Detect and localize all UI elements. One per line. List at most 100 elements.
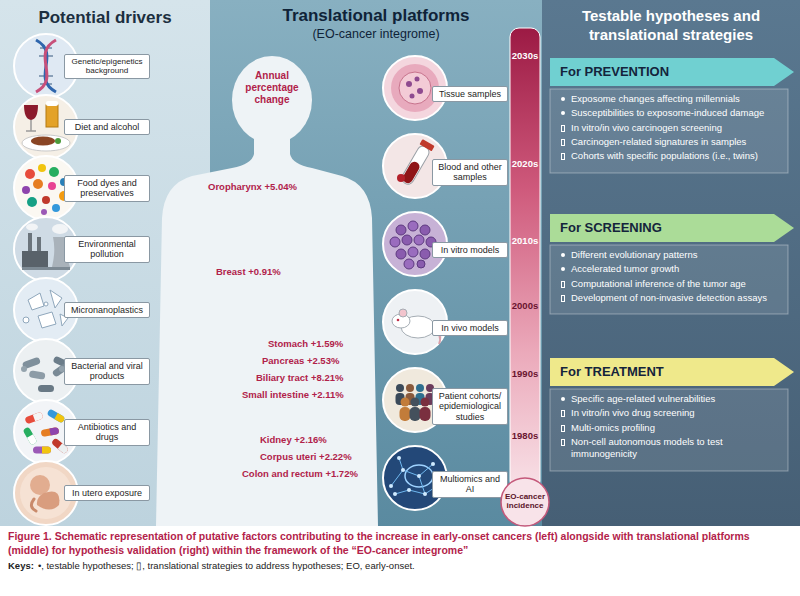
label-text: Genetic/epigenetics background bbox=[69, 57, 145, 76]
bullet-text: Specific age-related vulnerabilities bbox=[571, 393, 784, 405]
axis-title: Annual percentage change bbox=[236, 70, 308, 106]
panel-subheading: (EO-cancer integrome) bbox=[210, 26, 542, 41]
incidence-timeline: 2030s 2020s 2010s 2000s 1990s 1980sEO-cancer … bbox=[506, 28, 544, 526]
label-text: In vitro models bbox=[437, 245, 503, 255]
driver-label: Food dyes and preservatives bbox=[64, 175, 150, 202]
bullet-row: In vitro/in vivo carcinogen screening bbox=[560, 122, 784, 134]
strategy-box: For SCREENINGDifferent evolutionary patt… bbox=[550, 214, 794, 314]
driver-label: Micronanoplastics bbox=[64, 302, 150, 318]
keys-title: Keys: bbox=[8, 560, 34, 571]
label-text: In utero exposure bbox=[69, 488, 145, 498]
incidence-label: EO-cancer incidence bbox=[503, 493, 547, 511]
label-text: Food dyes and preservatives bbox=[69, 178, 145, 199]
bullet-text: In vitro/in vivo carcinogen screening bbox=[571, 122, 784, 134]
label-text: Bacterial and viral products bbox=[69, 361, 145, 382]
driver-label: Genetic/epigenetics background bbox=[64, 54, 150, 79]
bullet-text: Cohorts with specific populations (i.e.,… bbox=[571, 150, 784, 162]
bullet-row: Different evolutionary patterns bbox=[560, 249, 784, 261]
bullet-text: Exposome changes affecting millennials bbox=[571, 93, 784, 105]
caption-block: Figure 1. Schematic representation of pu… bbox=[8, 530, 792, 573]
hypothesis-bullet bbox=[561, 253, 565, 257]
strategy-panel bbox=[550, 89, 788, 173]
bullet-text: Carcinogen-related signatures in samples bbox=[571, 136, 784, 148]
keys-text: •, testable hypotheses; ▯, translational… bbox=[38, 560, 415, 571]
strategy-arrow bbox=[550, 58, 794, 86]
site-change: Oropharynx +5.04% bbox=[208, 181, 297, 192]
label-text: Tissue samples bbox=[437, 89, 503, 99]
bullet-text: Non-cell autonomous models to test immun… bbox=[571, 436, 784, 461]
driver-label: Antibiotics and drugs bbox=[64, 419, 150, 446]
hypothesis-bullet bbox=[561, 97, 565, 101]
bullet-row: Computational inference of the tumor age bbox=[560, 278, 784, 290]
decade-label: 2010s bbox=[506, 235, 544, 246]
label-text: Multiomics and AI bbox=[437, 474, 503, 495]
hypothesis-bullet bbox=[561, 397, 565, 401]
bullet-row: Cohorts with specific populations (i.e.,… bbox=[560, 150, 784, 162]
driver-label: Diet and alcohol bbox=[64, 119, 150, 135]
strategy-bullet bbox=[561, 295, 565, 302]
strategy-bullet bbox=[561, 139, 565, 146]
site-change: Biliary tract +8.21% bbox=[256, 372, 343, 383]
bullet-row: Exposome changes affecting millennials bbox=[560, 93, 784, 105]
bullet-row: In vitro/in vivo drug screening bbox=[560, 407, 784, 419]
bullet-row: Accelerated tumor growth bbox=[560, 263, 784, 275]
timeline-shape bbox=[501, 28, 549, 528]
bullet-text: Susceptibilities to exposome-induced dam… bbox=[571, 107, 784, 119]
silhouette-head bbox=[232, 56, 312, 144]
bullet-text: Multi-omics profiling bbox=[571, 422, 784, 434]
panel-heading: Testable hypotheses and translational st… bbox=[542, 0, 800, 45]
driver-label: Bacterial and viral products bbox=[64, 358, 150, 385]
label-text: Patient cohorts/ epidemiological studies bbox=[437, 391, 503, 422]
keys-row: Keys: •, testable hypotheses; ▯, translat… bbox=[8, 560, 792, 572]
bullet-row: Susceptibilities to exposome-induced dam… bbox=[560, 107, 784, 119]
strategy-bullet bbox=[561, 439, 565, 446]
bullet-row: Multi-omics profiling bbox=[560, 422, 784, 434]
strategy-panel bbox=[550, 245, 788, 314]
strategy-bullet bbox=[561, 425, 565, 432]
bullet-text: In vitro/in vivo drug screening bbox=[571, 407, 784, 419]
bullet-text: Development of non-invasive detection as… bbox=[571, 292, 784, 304]
strategies-panel: Testable hypotheses and translational st… bbox=[542, 0, 800, 526]
label-text: Micronanoplastics bbox=[69, 305, 145, 315]
panel-heading: Translational platforms bbox=[210, 0, 542, 26]
bullet-row: Carcinogen-related signatures in samples bbox=[560, 136, 784, 148]
bullet-row: Specific age-related vulnerabilities bbox=[560, 393, 784, 405]
site-change: Kidney +2.16% bbox=[260, 434, 327, 445]
silhouette-torso bbox=[156, 136, 378, 526]
body-silhouette: Annual percentage changeOropharynx +5.04… bbox=[156, 56, 378, 526]
driver-label: Environmental pollution bbox=[64, 236, 150, 263]
label-text: Environmental pollution bbox=[69, 239, 145, 260]
strategy-heading: For PREVENTION bbox=[550, 58, 794, 86]
decade-label: 1980s bbox=[506, 430, 544, 441]
strategy-arrow bbox=[550, 358, 794, 386]
label-text: In vivo models bbox=[437, 323, 503, 333]
bullet-text: Computational inference of the tumor age bbox=[571, 278, 784, 290]
platform-label: In vitro models bbox=[432, 242, 508, 258]
bullet-text: Different evolutionary patterns bbox=[571, 249, 784, 261]
site-change: Small intestine +2.11% bbox=[242, 389, 344, 400]
platform-label: Multiomics and AI bbox=[432, 471, 508, 498]
platform-label: Tissue samples bbox=[432, 86, 508, 102]
decade-label: 1990s bbox=[506, 368, 544, 379]
strategy-bullet bbox=[561, 281, 565, 288]
driver-label: In utero exposure bbox=[64, 485, 150, 501]
bullet-row: Non-cell autonomous models to test immun… bbox=[560, 436, 784, 461]
strategy-arrow bbox=[550, 214, 794, 242]
site-change: Stomach +1.59% bbox=[268, 338, 343, 349]
bullet-row: Development of non-invasive detection as… bbox=[560, 292, 784, 304]
incidence-circle bbox=[501, 478, 549, 526]
decade-label: 2020s bbox=[506, 158, 544, 169]
hypothesis-bullet bbox=[561, 111, 565, 115]
platform-label: Patient cohorts/ epidemiological studies bbox=[432, 388, 508, 425]
strategy-bullet bbox=[561, 153, 565, 160]
platform-label: Blood and other samples bbox=[432, 159, 508, 186]
label-text: Antibiotics and drugs bbox=[69, 422, 145, 443]
decade-label: 2000s bbox=[506, 300, 544, 311]
site-change: Pancreas +2.53% bbox=[262, 355, 339, 366]
strategy-heading: For TREATMENT bbox=[550, 358, 794, 386]
panel-heading: Potential drivers bbox=[0, 0, 210, 28]
decade-label: 2030s bbox=[506, 50, 544, 61]
bullet-text: Accelerated tumor growth bbox=[571, 263, 784, 275]
label-text: Diet and alcohol bbox=[69, 122, 145, 132]
